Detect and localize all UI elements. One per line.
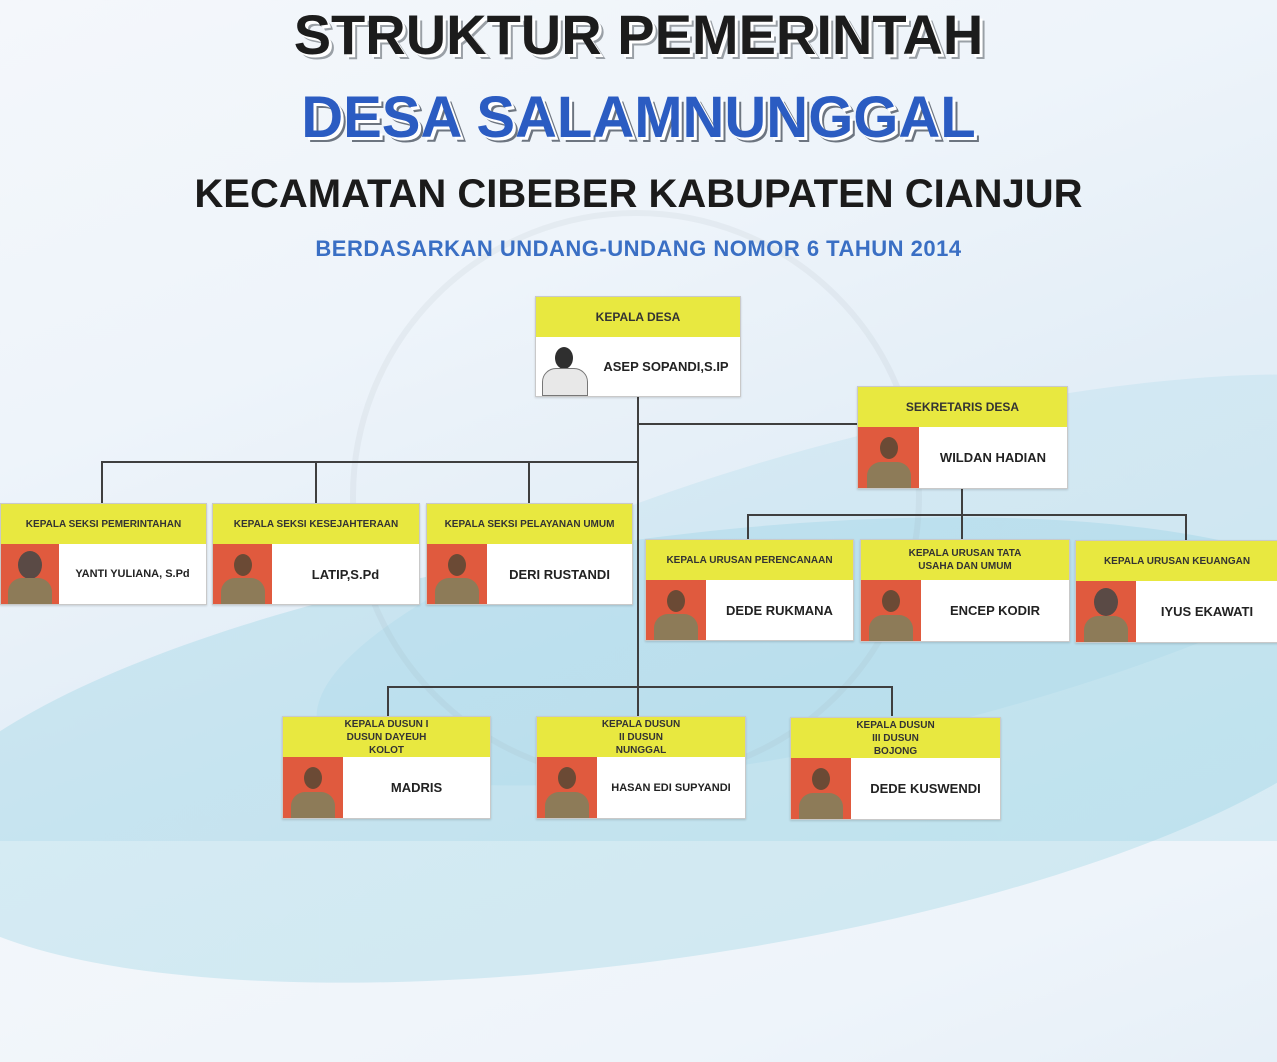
org-node-sekretaris-desa: SEKRETARIS DESA WILDAN HADIAN (857, 386, 1068, 489)
node-title: KEPALA DUSUN III DUSUN BOJONG (791, 718, 1000, 758)
node-title: KEPALA SEKSI PELAYANAN UMUM (427, 504, 632, 544)
org-node-kepala-desa: KEPALA DESA ASEP SOPANDI,S.IP (535, 296, 741, 397)
page-title: STRUKTUR PEMERINTAH (293, 3, 984, 66)
org-node-urusan-tata-usaha: KEPALA URUSAN TATA USAHA DAN UMUM ENCEP … (860, 539, 1070, 642)
avatar (537, 757, 597, 818)
node-name: YANTI YULIANA, S.Pd (75, 568, 190, 580)
node-name: IYUS EKAWATI (1160, 604, 1254, 619)
org-node-dusun-3: KEPALA DUSUN III DUSUN BOJONG DEDE KUSWE… (790, 717, 1001, 820)
legal-basis: BERDASARKAN UNDANG-UNDANG NOMOR 6 TAHUN … (315, 236, 962, 261)
village-name: DESA SALAMNUNGGAL (301, 85, 976, 150)
avatar (283, 757, 343, 818)
avatar (427, 544, 487, 604)
avatar (536, 337, 592, 396)
connector-line (528, 461, 530, 503)
node-title: KEPALA URUSAN KEUANGAN (1076, 541, 1277, 581)
connector-line (961, 487, 963, 515)
connector-line (747, 514, 749, 540)
connector-line (387, 686, 389, 716)
node-name: LATIP,S.Pd (311, 566, 380, 582)
org-node-dusun-2: KEPALA DUSUN II DUSUN NUNGGAL HASAN EDI … (536, 716, 746, 819)
avatar (858, 427, 919, 488)
connector-line (101, 461, 639, 463)
node-title: KEPALA SEKSI KESEJAHTERAAN (213, 504, 419, 544)
node-name: ASEP SOPANDI,S.IP (603, 359, 729, 374)
district-name: KECAMATAN CIBEBER KABUPATEN CIANJUR (194, 172, 1083, 216)
node-title: KEPALA SEKSI PEMERINTAHAN (1, 504, 206, 544)
node-name: DEDE RUKMANA (726, 602, 833, 618)
node-name: DERI RUSTANDI (509, 566, 610, 582)
connector-line (637, 686, 639, 716)
org-node-urusan-keuangan: KEPALA URUSAN KEUANGAN IYUS EKAWATI (1075, 540, 1277, 643)
node-name: DEDE KUSWENDI (870, 781, 981, 796)
node-title: KEPALA DUSUN I DUSUN DAYEUH KOLOT (283, 717, 490, 757)
org-node-dusun-1: KEPALA DUSUN I DUSUN DAYEUH KOLOT MADRIS (282, 716, 491, 819)
org-node-seksi-kesejahteraan: KEPALA SEKSI KESEJAHTERAAN LATIP,S.Pd (212, 503, 420, 605)
connector-line (315, 461, 317, 503)
node-name: WILDAN HADIAN (939, 450, 1047, 465)
node-name: ENCEP KODIR (949, 603, 1041, 618)
node-title: SEKRETARIS DESA (858, 387, 1067, 427)
connector-line (101, 461, 103, 503)
avatar (1, 544, 59, 604)
org-node-seksi-pemerintahan: KEPALA SEKSI PEMERINTAHAN YANTI YULIANA,… (0, 503, 207, 605)
org-node-urusan-perencanaan: KEPALA URUSAN PERENCANAAN DEDE RUKMANA (645, 539, 854, 641)
connector-line (387, 686, 893, 688)
node-title: KEPALA DESA (536, 297, 740, 337)
node-title: KEPALA URUSAN PERENCANAAN (646, 540, 853, 580)
node-name: MADRIS (390, 780, 443, 795)
connector-line (1185, 514, 1187, 540)
avatar (213, 544, 272, 604)
node-title: KEPALA URUSAN TATA USAHA DAN UMUM (861, 540, 1069, 580)
avatar (1076, 581, 1136, 642)
node-title: KEPALA DUSUN II DUSUN NUNGGAL (537, 717, 745, 757)
avatar (861, 580, 921, 641)
connector-line (637, 423, 962, 425)
avatar (646, 580, 706, 640)
connector-line (637, 395, 639, 687)
avatar (791, 758, 851, 819)
node-name: HASAN EDI SUPYANDI (611, 781, 731, 794)
connector-line (961, 514, 963, 540)
connector-line (891, 686, 893, 716)
connector-line (747, 514, 1187, 516)
org-node-seksi-pelayanan-umum: KEPALA SEKSI PELAYANAN UMUM DERI RUSTAND… (426, 503, 633, 605)
